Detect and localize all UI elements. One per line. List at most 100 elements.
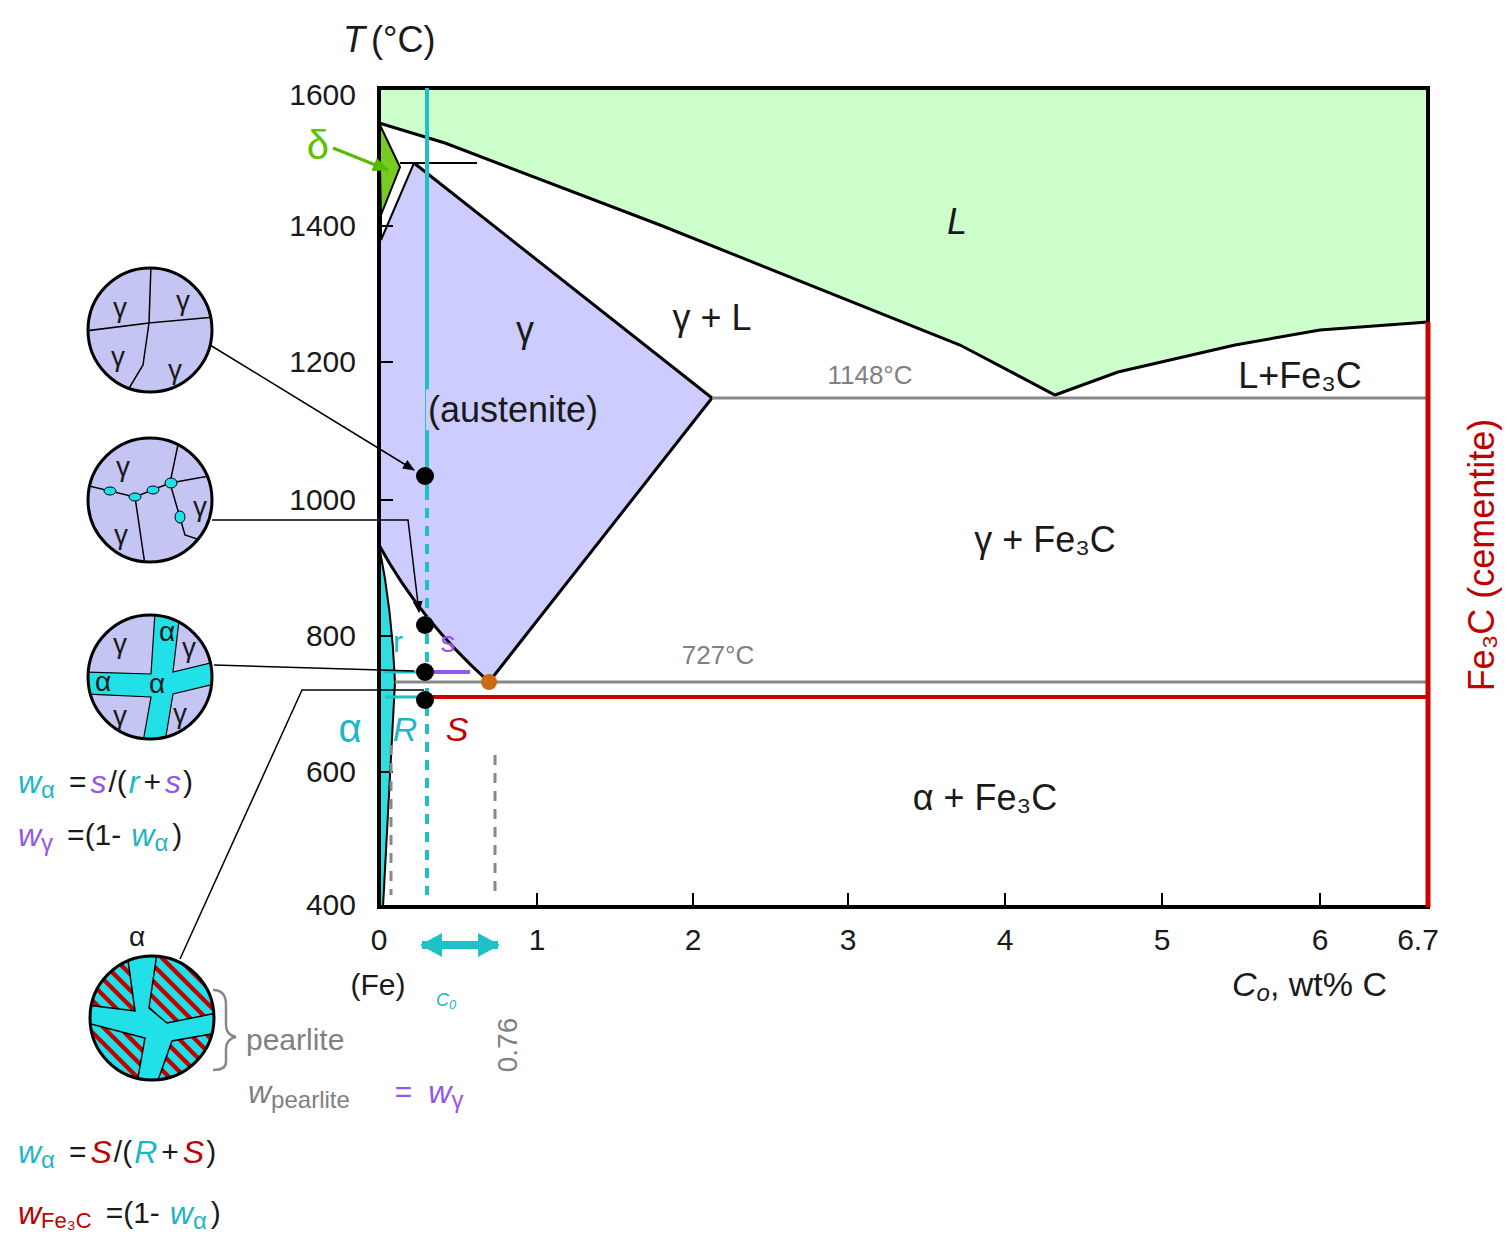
equation-term: r: [129, 764, 140, 801]
tick-label: 600: [306, 755, 356, 790]
microstructure-circle: γγγγ: [85, 265, 215, 395]
equation-term: γ: [451, 1086, 463, 1114]
phase-symbol: γ: [193, 491, 207, 523]
microstructure-picture: [85, 265, 215, 395]
phase-label: γ + L: [672, 297, 751, 338]
equation-term: s: [165, 764, 181, 801]
equation-term: =(1-: [67, 818, 121, 853]
tie-segment: [428, 670, 470, 674]
eutectoid-line: [395, 681, 1428, 684]
phase-label: γ: [516, 309, 534, 350]
tick-label: 1400: [289, 209, 356, 244]
axis-title: , wt% C: [1270, 965, 1387, 1004]
phase-symbol: γ: [168, 354, 182, 386]
guide-line: [391, 745, 495, 895]
equation-term: ): [172, 818, 182, 853]
phase-symbol: γ: [111, 341, 125, 373]
axis-title: (°C): [371, 19, 435, 60]
segment-label: s: [441, 625, 456, 660]
equation-term: α: [193, 1207, 207, 1235]
equation-term: =: [69, 1135, 87, 1170]
phase-symbol: γ: [176, 285, 190, 317]
tick-label: 5: [1154, 923, 1171, 958]
equation-term: w: [248, 1074, 271, 1111]
phase-label: α + Fe₃C: [913, 777, 1058, 818]
tick-label: 1600: [289, 78, 356, 113]
equation-term: =(1-: [106, 1196, 160, 1231]
equation-term: =: [395, 1075, 413, 1110]
temperature-label: 1148°C: [827, 361, 912, 391]
axis-title: T: [343, 19, 365, 60]
microstructure-label: pearlite: [246, 1023, 344, 1058]
tick-label: 1200: [289, 345, 356, 380]
phase-label: (austenite): [426, 389, 600, 430]
phase-label: γ + Fe₃C: [974, 519, 1116, 560]
axis-note: 0: [449, 998, 456, 1013]
equation-term: w: [170, 1195, 193, 1232]
phase-symbol: γ: [113, 292, 127, 324]
tick-label: 3: [840, 923, 857, 958]
equation-term: α: [154, 829, 168, 857]
temperature-label: 727°C: [682, 641, 755, 671]
phase-label: L: [947, 201, 967, 242]
equation-term: /(: [114, 1135, 132, 1170]
equation-term: R: [134, 1134, 157, 1171]
equation-term: S: [183, 1134, 204, 1171]
tick-label: 800: [306, 619, 356, 654]
microstructure-circle: γαγααγγ: [85, 612, 215, 742]
phase-regions: [379, 88, 1428, 907]
phase-label: α: [338, 705, 361, 751]
equation-term: w: [18, 764, 41, 801]
microstructure-circle: γγγ: [85, 435, 215, 565]
equation-term: =: [69, 765, 87, 800]
phase-symbol: γ: [173, 698, 187, 730]
axis-note: C: [436, 990, 449, 1011]
microstructure-picture: [87, 953, 217, 1083]
equation-term: Fe₃C: [41, 1208, 92, 1233]
phase-symbol: α: [95, 666, 111, 698]
segment-label: R: [393, 710, 418, 749]
equation-term: w: [18, 817, 41, 854]
phase-label: δ: [307, 122, 329, 168]
equation-term: s: [91, 764, 107, 801]
axis-note: (Fe): [351, 968, 406, 1003]
microstructure-circle: α: [87, 953, 217, 1083]
equation-term: ): [206, 1135, 216, 1170]
tick-label: 1000: [289, 483, 356, 518]
tie-line: [425, 695, 1428, 699]
axis-title: o: [1257, 979, 1270, 1007]
equation-term: /(: [109, 765, 127, 800]
plot-frame: [379, 88, 1428, 907]
equation-term: +: [161, 1135, 179, 1170]
tick-label: 4: [997, 923, 1014, 958]
phase-label: Fe₃C (cementite): [1461, 419, 1502, 692]
equation-term: pearlite: [271, 1086, 350, 1114]
equation-term: ): [211, 1196, 221, 1231]
tick-label: 400: [306, 888, 356, 923]
equation-term: w: [428, 1074, 451, 1111]
tick-label: 1: [529, 923, 546, 958]
range-arrow: [422, 941, 498, 949]
phase-symbol: α: [159, 616, 175, 648]
phase-symbol: γ: [116, 451, 130, 483]
equation-term: ): [183, 765, 193, 800]
cementite-line: [1426, 322, 1431, 907]
leader-lines: [180, 345, 424, 959]
phase-symbol: γ: [182, 632, 196, 664]
segment-label: r: [393, 625, 403, 660]
eutectic-line: [712, 397, 1428, 400]
equation-term: w: [131, 817, 154, 854]
phase-symbol: α: [129, 921, 145, 953]
axis-ticks: [379, 226, 1320, 907]
phase-label: L+Fe₃C: [1238, 355, 1362, 396]
state-points: [416, 467, 434, 709]
equation-term: w: [18, 1134, 41, 1171]
equation-term: +: [144, 765, 162, 800]
pointer-arrow: [333, 148, 388, 170]
tick-label: 2: [685, 923, 702, 958]
phase-symbol: α: [149, 668, 165, 700]
equation-term: α: [41, 1146, 55, 1174]
equation-term: S: [91, 1134, 112, 1171]
phase-boundaries: [379, 123, 1428, 907]
